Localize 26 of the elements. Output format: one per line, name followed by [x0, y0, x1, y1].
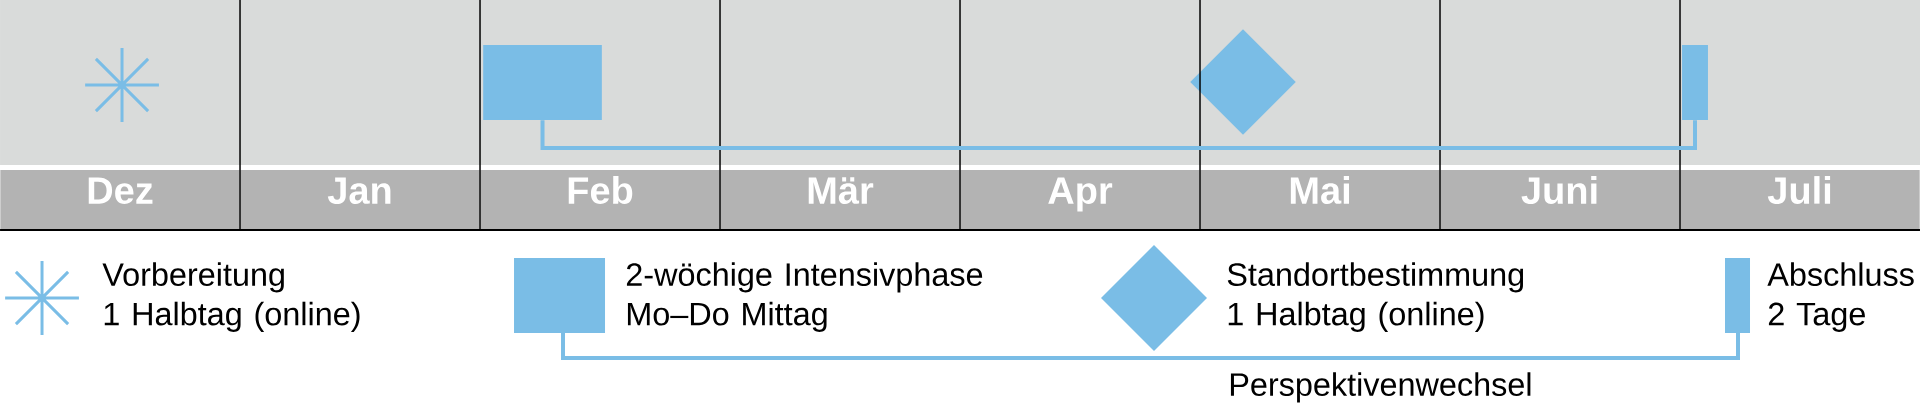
node-label: Mär: [808, 177, 874, 205]
node-label: Jan: [327, 177, 391, 205]
node-label: Feb: [568, 176, 633, 205]
legend-text: Abschluss 2 Tage: [1767, 262, 1914, 332]
asterisk-symbol: [83, 46, 161, 124]
legend-text: Standortbestimmung 1 Halbtag (online): [1227, 262, 1524, 332]
month-header-cell: Jan: [240, 170, 480, 230]
phase-block: [1682, 45, 1708, 120]
node-label: Juni: [1521, 176, 1597, 205]
month-header-cell: Feb: [480, 170, 720, 230]
legend-text: Perspektivenwechsel: [1230, 372, 1531, 403]
month-header-cell: Mai: [1200, 170, 1440, 230]
month-header-cell: Mär: [720, 170, 960, 230]
legend-text: 2-wöchige Intensivphase Mo–Do Mittag: [626, 262, 983, 332]
legend-text: Vorbereitung 1 Halbtag (online): [102, 262, 360, 332]
month-header-cell: Dez: [0, 170, 240, 230]
node-label: Dez: [88, 177, 153, 205]
milestone-diamond: [1190, 29, 1296, 135]
node-label: Mai: [1290, 176, 1350, 205]
node-label: Apr: [1048, 177, 1113, 212]
month-header-cell: Apr: [960, 170, 1200, 230]
connector-line: [540, 120, 1697, 150]
month-header-cell: Juni: [1440, 170, 1680, 230]
node-label: Juli: [1767, 176, 1831, 205]
month-header-cell: Juli: [1680, 170, 1920, 230]
phase-block: [483, 45, 602, 120]
